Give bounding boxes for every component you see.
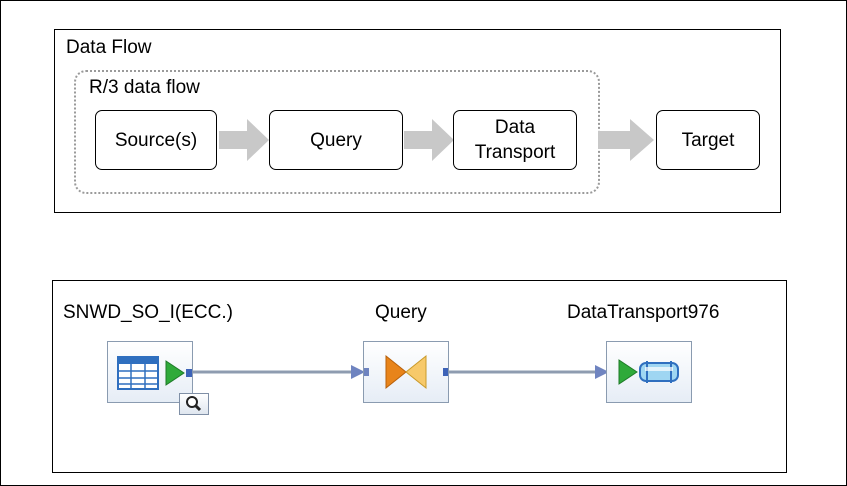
flow-arrow-icon <box>598 119 654 161</box>
magnifier-icon <box>186 396 202 412</box>
source-node-label: SNWD_SO_I(ECC.) <box>63 302 233 323</box>
source-table-node[interactable] <box>107 341 193 403</box>
query-node-label: Query <box>375 302 427 323</box>
flow-arrow-icon <box>219 119 269 161</box>
view-data-button[interactable] <box>179 393 209 415</box>
data-flow-panel: Data Flow R/3 data flow Source(s) Query … <box>54 29 781 213</box>
transport-icon <box>618 359 679 385</box>
connector-line[interactable] <box>449 364 609 380</box>
target-box: Target <box>656 110 760 170</box>
flow-arrow-icon <box>404 119 454 161</box>
r3-data-flow-title: R/3 data flow <box>89 77 200 98</box>
transport-node-label: DataTransport976 <box>567 302 720 323</box>
table-icon <box>117 356 192 390</box>
query-box: Query <box>269 110 403 170</box>
data-transport-node[interactable] <box>606 341 692 403</box>
data-transport-box: Data Transport <box>453 110 577 170</box>
query-bowtie-icon <box>364 354 449 390</box>
data-flow-title: Data Flow <box>66 37 152 58</box>
source-box: Source(s) <box>95 110 217 170</box>
query-node[interactable] <box>363 341 449 403</box>
connector-line[interactable] <box>193 364 365 380</box>
designer-canvas: SNWD_SO_I(ECC.) Query DataTransport976 <box>52 280 787 473</box>
